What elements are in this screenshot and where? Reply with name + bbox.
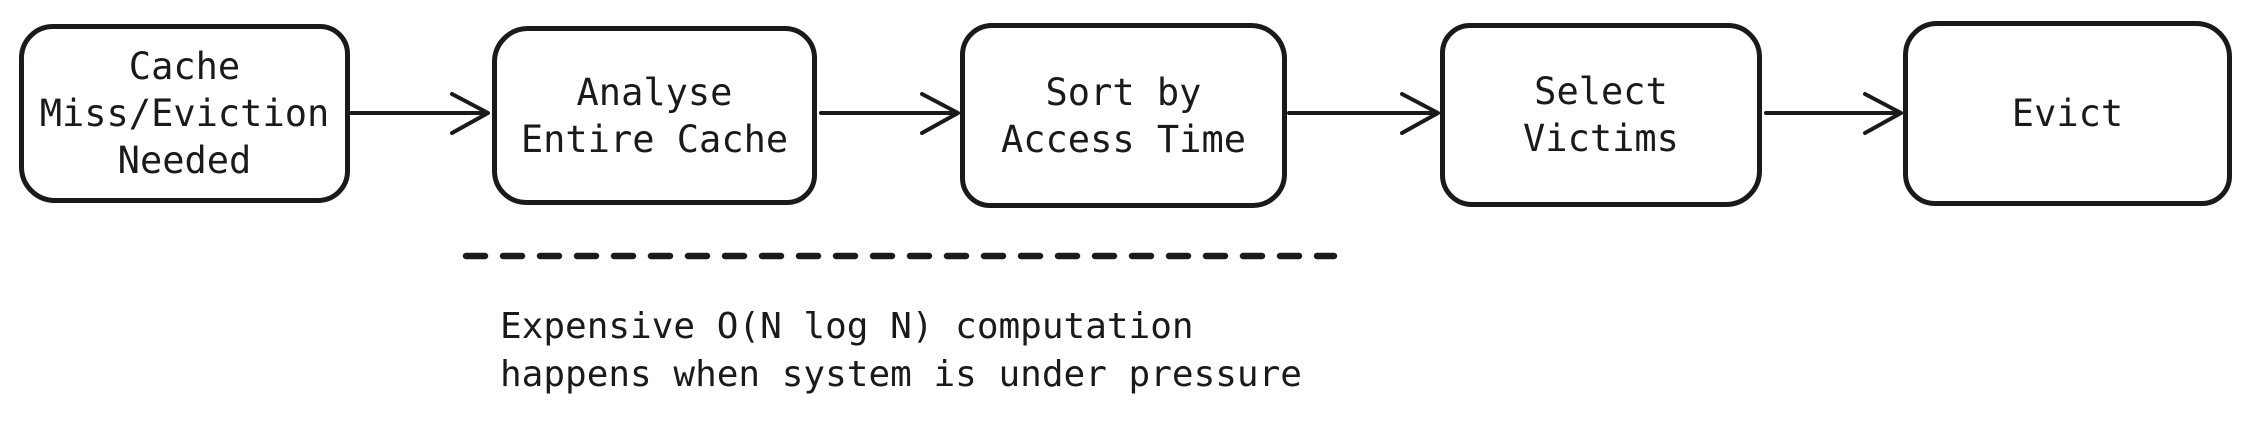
flow-arrow-icon	[1763, 88, 1905, 138]
node-cache-miss-eviction-needed: Cache Miss/Eviction Needed	[19, 24, 350, 203]
node-evict: Evict	[1903, 21, 2232, 206]
flow-arrow-icon	[1286, 88, 1442, 138]
node-sort-by-access-time: Sort by Access Time	[960, 23, 1287, 208]
node-label: Sort by Access Time	[1000, 70, 1247, 161]
node-analyse-entire-cache: Analyse Entire Cache	[492, 26, 817, 205]
node-label: Analyse Entire Cache	[520, 70, 789, 161]
node-label: Select Victims	[1523, 70, 1679, 160]
dashed-divider-line	[460, 247, 1340, 265]
node-select-victims: Select Victims	[1440, 23, 1762, 207]
flow-arrow-icon	[818, 88, 962, 138]
node-label: Evict	[2011, 92, 2124, 135]
annotation-text: Expensive O(N log N) computation happens…	[500, 306, 1302, 395]
flow-arrow-icon	[348, 88, 492, 138]
node-label: Cache Miss/Eviction Needed	[39, 45, 330, 182]
